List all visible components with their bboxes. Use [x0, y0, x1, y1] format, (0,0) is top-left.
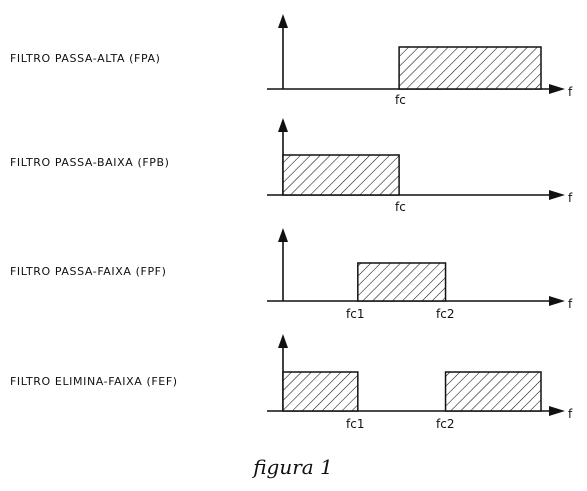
- axis-label-f-fef: f: [568, 407, 573, 421]
- filter-label-fpb: FILTRO PASSA-BAIXA (FPB): [10, 156, 170, 169]
- filter-label-fpf: FILTRO PASSA-FAIXA (FPF): [10, 265, 167, 278]
- cutoff-label-fc-fpa: fc: [395, 93, 406, 107]
- y-arrow-fpf: [278, 228, 288, 242]
- x-arrow-fpa: [549, 84, 565, 94]
- filter-label-fpa: FILTRO PASSA-ALTA (FPA): [10, 52, 161, 65]
- cutoff-label-fc2-fpf: fc2: [436, 307, 454, 321]
- x-arrow-fpb: [549, 190, 565, 200]
- y-arrow-fef: [278, 334, 288, 348]
- bands-fpa: [398, 46, 542, 90]
- cutoff-label-fc1-fpf: fc1: [346, 307, 364, 321]
- axis-label-f-fpb: f: [568, 191, 573, 205]
- figure-caption: figura 1: [251, 455, 333, 479]
- pass-band-fef-2: [444, 371, 542, 412]
- pass-band-fpf-1: [357, 262, 447, 302]
- panel-fef: FILTRO ELIMINA-FAIXA (FEF) f fc1 fc2: [10, 334, 573, 431]
- cutoff-label-fc-fpb: fc: [395, 200, 406, 214]
- bands-fpf: [357, 262, 447, 302]
- bands-fpb: [282, 154, 400, 196]
- cutoff-label-fc2-fef: fc2: [436, 417, 454, 431]
- axis-label-f-fpa: f: [568, 85, 573, 99]
- filter-label-fef: FILTRO ELIMINA-FAIXA (FEF): [10, 375, 178, 388]
- pass-band-fpa-1: [398, 46, 542, 90]
- panel-fpf: FILTRO PASSA-FAIXA (FPF) f fc1 fc2: [10, 228, 573, 321]
- x-arrow-fpf: [549, 296, 565, 306]
- bands-fef: [282, 371, 542, 412]
- x-arrow-fef: [549, 406, 565, 416]
- cutoff-label-fc1-fef: fc1: [346, 417, 364, 431]
- panel-fpa: FILTRO PASSA-ALTA (FPA) f fc: [10, 14, 573, 107]
- pass-band-fef-1: [282, 371, 359, 412]
- panel-fpb: FILTRO PASSA-BAIXA (FPB) f fc: [10, 118, 573, 214]
- y-arrow-fpb: [278, 118, 288, 132]
- axis-label-f-fpf: f: [568, 297, 573, 311]
- y-arrow-fpa: [278, 14, 288, 28]
- pass-band-fpb-1: [282, 154, 400, 196]
